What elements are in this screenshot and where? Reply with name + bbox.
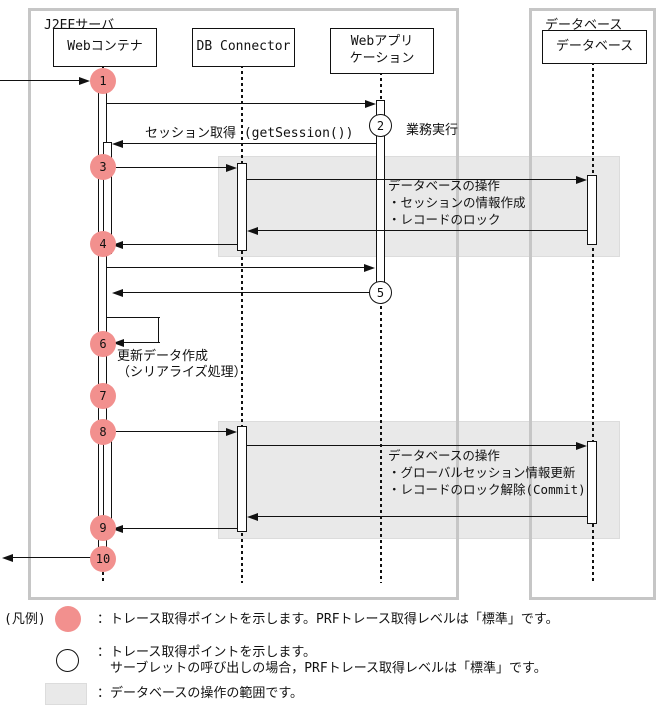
participant-database-label: データベース [555,38,634,54]
trace-point-1: 1 [90,68,116,94]
business-exec-label: 業務実行 [406,123,459,138]
arrowhead-web-app-return [112,288,123,297]
trace-point-7: 7 [90,383,116,409]
arrow-connector-return-2 [123,528,237,529]
arrow-call-web-app-2 [107,267,365,268]
update-data-label: 更新データ作成 （シリアライズ処理） [117,349,247,380]
trace-point-4: 4 [90,231,116,257]
arrowhead-db-return-2 [247,512,258,521]
arrowhead-db-return-1 [247,226,258,235]
legend-filled-circle-text: ：トレース取得ポイントを示します。PRFトレース取得レベルは「標準」です。 [97,612,559,627]
arrow-call-database-1 [247,179,576,180]
activation-db-connector-2 [237,426,247,532]
arrow-db-return-2 [258,516,587,517]
arrowhead-outgoing-response [2,553,13,562]
activation-database-1 [587,175,597,245]
arrow-incoming-request [0,80,79,81]
legend-gray-box-icon [45,683,87,705]
arrowhead-call-database-1 [576,175,587,184]
arrowhead-call-web-app-1 [365,99,376,108]
trace-point-9: 9 [90,515,116,541]
arrowhead-call-db-connector-2 [226,427,237,436]
db-operation-area-2 [218,421,620,539]
arrowhead-call-db-connector-1 [226,163,237,172]
arrowhead-connector-return-1 [112,240,123,249]
lifeline-web-app [380,72,382,583]
self-call-top [107,317,160,318]
arrow-call-db-connector-1 [116,167,226,168]
lifeline-database [592,62,594,583]
arrow-call-web-app-1 [107,103,366,104]
database-frame: データベース [529,8,656,600]
trace-point-10: 10 [90,546,116,572]
legend-filled-circle-icon [55,606,81,632]
arrowhead-call-web-app-2 [364,263,375,272]
arrow-outgoing-response [13,557,95,558]
arrowhead-call-database-2 [576,441,587,450]
trace-point-3: 3 [90,154,116,180]
trace-point-2: 2 [369,114,392,137]
lifeline-db-connector [241,65,243,583]
trace-point-5: 5 [369,281,392,304]
session-get-label: セッション取得 (getSession()) [145,126,354,141]
db-operation-text-2: データベースの操作 ・グローバルセッション情報更新 ・レコードのロック解除(Co… [388,448,586,497]
arrow-session-get [123,143,376,144]
arrow-db-return-1 [258,230,587,231]
arrowhead-self-call [113,338,124,347]
participant-db-connector: DB Connector [192,28,295,67]
lifeline-web-container-tail [102,572,104,583]
db-operation-text-1: データベースの操作 ・セッションの情報作成 ・レコードのロック [388,178,526,227]
trace-point-8: 8 [90,419,116,445]
arrow-web-app-return [123,292,370,293]
arrow-call-db-connector-2 [116,431,226,432]
arrowhead-connector-return-2 [112,524,123,533]
activation-db-connector-1 [237,163,247,251]
self-call-bottom [124,342,160,343]
arrowhead-incoming-request [79,76,90,85]
participant-database: データベース [542,30,647,64]
trace-point-6: 6 [90,331,116,357]
arrowhead-session-get [112,139,123,148]
participant-web-app: Webアプリ ケーション [330,28,434,74]
participant-web-container-label: Webコンテナ [67,39,143,55]
self-call-side [158,317,159,343]
arrow-connector-return-1 [123,244,237,245]
arrow-call-database-2 [247,445,576,446]
legend-open-circle-text: ：トレース取得ポイントを示します。 サーブレットの呼び出しの場合，PRFトレース… [97,645,547,676]
database-frame-label: データベース [543,14,625,33]
legend-open-circle-icon [56,649,79,672]
participant-web-container: Webコンテナ [53,28,157,67]
activation-database-2 [587,441,597,524]
participant-db-connector-label: DB Connector [196,39,291,55]
db-operation-area-1 [218,156,620,257]
participant-web-app-label: Webアプリ ケーション [349,34,415,66]
legend-heading: (凡例) [4,612,46,627]
legend-gray-box-text: ：データベースの操作の範囲です。 [97,686,304,701]
